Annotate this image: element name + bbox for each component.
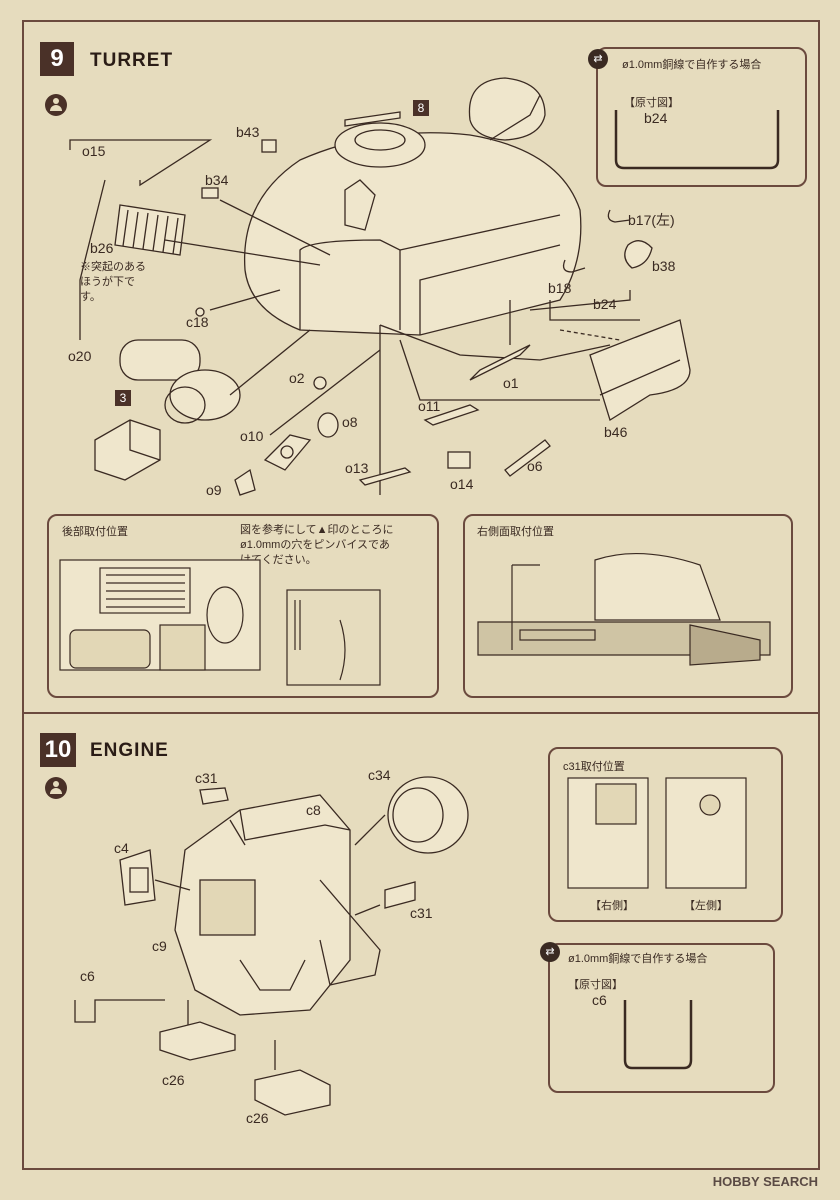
c31-right-label: 【右側】	[590, 900, 634, 912]
part-label-c9: c9	[152, 938, 167, 954]
part-label-c18: c18	[186, 314, 209, 330]
part-label-o1: o1	[503, 375, 519, 391]
page-frame	[22, 20, 820, 1170]
c31-left-label: 【左側】	[684, 900, 728, 912]
part-label-c8: c8	[306, 802, 321, 818]
part-label-o2: o2	[289, 370, 305, 386]
ref-step-3: 3	[115, 390, 131, 406]
rear-mount-box	[47, 514, 439, 698]
rear-mount-title: 後部取付位置	[62, 526, 128, 538]
part-label-c31-top: c31	[195, 770, 218, 786]
part-label-c34: c34	[368, 767, 391, 783]
part-label-b38: b38	[652, 258, 676, 274]
c31-position-title: c31取付位置	[563, 761, 625, 773]
swap-arrows-icon-2: ⇄	[540, 942, 560, 962]
step9-number: 9	[40, 42, 74, 76]
single-builder-icon-2	[45, 777, 67, 799]
step10-number: 10	[40, 733, 76, 767]
scale-label: 【原寸図】	[624, 97, 679, 109]
part-label-o8: o8	[342, 414, 358, 430]
wire-part-c6: c6	[592, 992, 607, 1008]
part-label-c4: c4	[114, 840, 129, 856]
c31-position-box	[548, 747, 783, 922]
part-label-b34: b34	[205, 172, 229, 188]
part-label-o20: o20	[68, 348, 92, 364]
part-label-b43: b43	[236, 124, 260, 140]
scale-label-c6: 【原寸図】	[568, 979, 623, 991]
part-label-c26-bottom: c26	[246, 1110, 269, 1126]
step10-title: ENGINE	[90, 740, 169, 761]
part-label-o14: o14	[450, 476, 474, 492]
section-divider	[22, 712, 820, 714]
part-label-c26-left: c26	[162, 1072, 185, 1088]
part-label-b18: b18	[548, 280, 572, 296]
part-label-o10: o10	[240, 428, 264, 444]
wire-box-title-c6: ø1.0mm銅線で自作する場合	[568, 953, 708, 965]
part-label-o6: o6	[527, 458, 543, 474]
right-side-mount-box	[463, 514, 793, 698]
wire-part-b24: b24	[644, 110, 668, 126]
part-label-b17: b17(左)	[628, 212, 675, 228]
part-label-b24: b24	[593, 296, 617, 312]
part-label-o11: o11	[418, 398, 441, 414]
part-label-o9: o9	[206, 482, 222, 498]
part-label-o15: o15	[82, 143, 106, 159]
wire-template-box-c6	[548, 943, 775, 1093]
part-label-o13: o13	[345, 460, 369, 476]
wire-template-box-b24	[596, 47, 807, 187]
swap-arrows-icon: ⇄	[588, 49, 608, 69]
step9-title: TURRET	[90, 50, 174, 71]
part-label-c6: c6	[80, 968, 95, 984]
part-label-b26: b26	[90, 240, 114, 256]
hobby-search-watermark: HOBBY SEARCH	[712, 1174, 818, 1189]
right-side-mount-title: 右側面取付位置	[477, 526, 554, 538]
rear-mount-instruction: 図を参考にして▲印のところにø1.0mmの穴をピンバイスであけてください。	[240, 524, 394, 566]
ref-step-8: 8	[413, 100, 429, 116]
part-label-c31-side: c31	[410, 905, 433, 921]
b26-note: ※突起のあるほうが下です。	[80, 261, 146, 303]
single-builder-icon	[45, 94, 67, 116]
part-label-b46: b46	[604, 424, 628, 440]
wire-box-title: ø1.0mm銅線で自作する場合	[622, 59, 762, 71]
